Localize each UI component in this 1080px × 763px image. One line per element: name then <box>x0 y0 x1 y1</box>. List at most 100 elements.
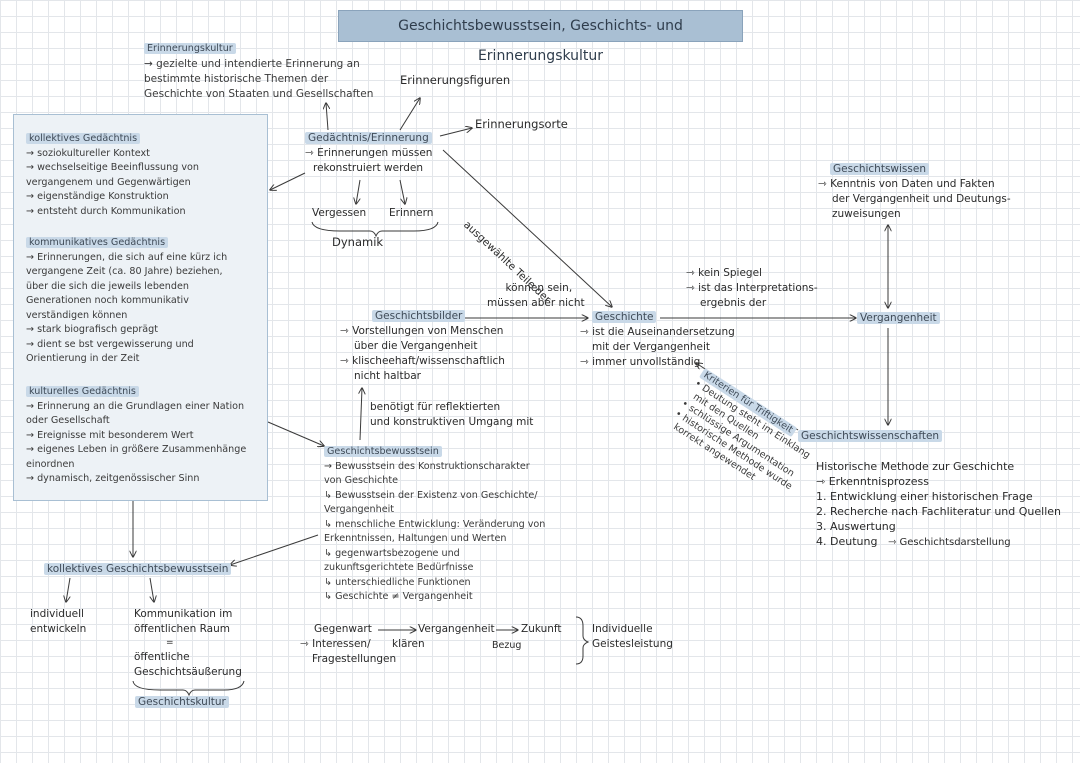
gb-line-8: zukunftsgerichtete Bedürfnisse <box>324 562 474 573</box>
methode-line-2: 1. Entwicklung einer historischen Frage <box>816 490 1033 503</box>
methode-line-4: 3. Auswertung <box>816 520 896 533</box>
individuell-line-1: individuell <box>30 608 84 620</box>
koennen-label: können sein, müssen aber nicht <box>487 281 585 311</box>
kulturell-line-5: einordnen <box>26 458 75 470</box>
geschichte-line-1: ⇾ ist die Auseinandersetzung <box>580 326 735 338</box>
kommunikation-line-3: öffentliche <box>134 651 190 663</box>
arrow-to-erinnern <box>399 179 405 204</box>
gb-line-2: von Geschichte <box>324 475 399 486</box>
geschichtswissen-line-2: der Vergangenheit und Deutungs- <box>832 193 1011 205</box>
erinnerungsorte: Erinnerungsorte <box>475 117 568 131</box>
geschichtsbilder-block: Geschichtsbilder ⇾ Vorstellungen von Men… <box>340 309 505 384</box>
arrow-bewusstsein-kollektiv <box>230 534 319 565</box>
kommunikativ-line-2: vergangene Zeit (ca. 80 Jahre) beziehen, <box>26 266 223 277</box>
gb-line-7: ↳ gegenwartsbezogene und <box>324 547 460 559</box>
geschichtskultur-brace <box>132 680 245 697</box>
page-title: Geschichtsbewusstsein, Geschichts- und E… <box>338 10 743 64</box>
erinnerungsfiguren: Erinnerungsfiguren <box>400 73 511 87</box>
erinnerungskultur-block: Erinnerungskultur → gezielte und intendi… <box>144 42 373 102</box>
individuell-label: individuell entwickeln <box>30 607 86 637</box>
interessen-line-1: ⇾ Interessen/ <box>300 638 371 650</box>
kulturell-line-1: → Erinnerung an die Grundlagen einer Nat… <box>26 400 245 412</box>
dynamik: Dynamik <box>332 235 384 249</box>
benoetigt-label: benötigt für reflektierten und konstrukt… <box>370 400 533 430</box>
individuelle-line-2: Geistesleistung <box>592 638 673 650</box>
geschichtswissen-heading: Geschichtswissen <box>830 163 929 175</box>
geschichtswissenschaften-heading-wrap: Geschichtswissenschaften <box>798 429 943 444</box>
gb-line-5: ↳ menschliche Entwicklung: Veränderung v… <box>324 518 546 530</box>
kulturelles-gedaechtnis-block: kulturelles Gedächtnis → Erinnerung an d… <box>26 385 246 487</box>
kulturell-line-3: → Ereignisse mit besonderem Wert <box>26 429 194 441</box>
methode-line-5: 4. Deutung ⇾ Geschichtsdarstellung <box>816 534 1061 550</box>
kollektiv-heading: kollektives Gedächtnis <box>26 133 141 144</box>
gedaechtnis-line-2: rekonstruiert werden <box>313 162 423 174</box>
kein-spiegel-label: ⇾ kein Spiegel ⇾ ist das Interpretations… <box>686 266 818 311</box>
methode-sub: Historische Methode zur Geschichte <box>816 460 1015 473</box>
geschichte-block: Geschichte ⇾ ist die Auseinandersetzung … <box>580 310 735 370</box>
kommunikativ-line-7: → dient se bst vergewisserung und <box>26 338 194 350</box>
kommunikativ-line-8: Orientierung in der Zeit <box>26 353 140 364</box>
arrow-panel-bewusstsein <box>267 421 324 446</box>
arrow-bewusstsein-bilder <box>360 388 362 441</box>
arrow-to-panel <box>270 172 306 190</box>
methode-darstellung: ⇾ Geschichtsdarstellung <box>887 537 1011 548</box>
arrow-to-individuell <box>66 577 71 602</box>
kommunikation-line-1: Kommunikation im <box>134 608 233 620</box>
kein-spiegel-line-2: ⇾ ist das Interpretations- <box>686 282 818 294</box>
kommunikativ-line-1: → Erinnerungen, die sich auf eine kürz i… <box>26 251 228 263</box>
geschichtskultur: Geschichtskultur <box>135 696 229 708</box>
kulturell-line-6: → dynamisch, zeitgenössischer Sinn <box>26 473 200 484</box>
individuelle-line-1: Individuelle <box>592 623 653 635</box>
erinnerungskultur-heading: Erinnerungskultur <box>144 43 236 54</box>
kommunikation-equals: = <box>166 638 174 648</box>
kulturell-line-2: oder Gesellschaft <box>26 415 110 426</box>
geschichtsbilder-line-2: über die Vergangenheit <box>354 340 478 352</box>
kommunikation-label: Kommunikation im öffentlichen Raum = öff… <box>134 607 242 680</box>
interessen-label: ⇾ Interessen/ Fragestellungen <box>300 637 396 667</box>
klaeren: klären <box>392 638 425 650</box>
geschichtsbilder-line-4: nicht haltbar <box>354 370 421 382</box>
kollektiv-line-3: vergangenem und Gegenwärtigen <box>26 176 191 188</box>
kollektives-gb-wrap: kollektives Geschichtsbewusstsein <box>44 562 232 577</box>
methode-line-1: ⇾ Erkenntnisprozess <box>816 475 929 488</box>
kollektiv-line-5: → entsteht durch Kommunikation <box>26 205 186 217</box>
methode-line-3: 2. Recherche nach Fachliteratur und Quel… <box>816 505 1061 518</box>
arrow-to-erinnerungsfiguren <box>399 98 420 131</box>
koennen-line-2: müssen aber nicht <box>487 297 585 309</box>
kollektiv-line-1: → soziokultureller Kontext <box>26 147 150 159</box>
benoetigt-line-1: benötigt für reflektierten <box>370 401 501 413</box>
kollektives-gb: kollektives Geschichtsbewusstsein <box>44 563 232 575</box>
individuelle-label: Individuelle Geistesleistung <box>592 622 673 652</box>
dynamik-brace <box>311 221 439 238</box>
geschichte-heading: Geschichte <box>592 311 657 323</box>
geschichtswissen-block: Geschichtswissen ⇾ Kenntnis von Daten un… <box>818 162 1011 222</box>
methode-deutung: 4. Deutung <box>816 535 878 548</box>
individuelle-brace <box>575 616 590 665</box>
gedaechtnis-heading: Gedächtnis/Erinnerung <box>305 132 432 144</box>
vergessen: Vergessen <box>312 207 367 219</box>
vergangenheit-label: Vergangenheit <box>857 312 940 324</box>
zukunft: Zukunft <box>521 623 562 635</box>
gb-line-9: ↳ unterschiedliche Funktionen <box>324 576 471 588</box>
geschichtskultur-wrap: Geschichtskultur <box>135 695 229 710</box>
erinnerungskultur-line-3: Geschichte von Staaten und Gesellschafte… <box>144 87 374 100</box>
arrow-gedaechtnis-geschichte <box>442 149 612 307</box>
interessen-line-2: Fragestellungen <box>312 653 397 665</box>
geschichtswissenschaften-heading: Geschichtswissenschaften <box>798 430 943 442</box>
gedaechtnis-line-1: ⇾ Erinnerungen müssen <box>305 147 433 159</box>
erinnerungskultur-line-1: → gezielte und intendierte Erinnerung an <box>144 57 360 70</box>
gegenwart-vergangenheit: Vergangenheit <box>418 623 495 635</box>
geschichtswissen-line-1: ⇾ Kenntnis von Daten und Fakten <box>818 178 995 190</box>
geschichte-line-2: mit der Vergangenheit <box>592 341 711 353</box>
geschichtsbewusstsein-heading: Geschichtsbewusstsein <box>324 446 442 457</box>
erinnerungskultur-line-2: bestimmte historische Themen der <box>144 72 329 85</box>
benoetigt-line-2: und konstruktiven Umgang mit <box>370 416 534 428</box>
koennen-line-1: können sein, <box>505 282 573 294</box>
gedaechtnis-panel <box>13 114 268 501</box>
kulturell-line-4: → eigenes Leben in größere Zusammenhänge <box>26 444 247 455</box>
geschichtsbewusstsein-block: Geschichtsbewusstsein → Bewusstsein des … <box>324 445 545 605</box>
gb-line-1: → Bewusstsein des Konstruktionscharakter <box>324 460 530 472</box>
geschichtsbilder-heading: Geschichtsbilder <box>372 310 466 322</box>
kommunikation-line-4: Geschichtsäußerung <box>134 666 242 678</box>
